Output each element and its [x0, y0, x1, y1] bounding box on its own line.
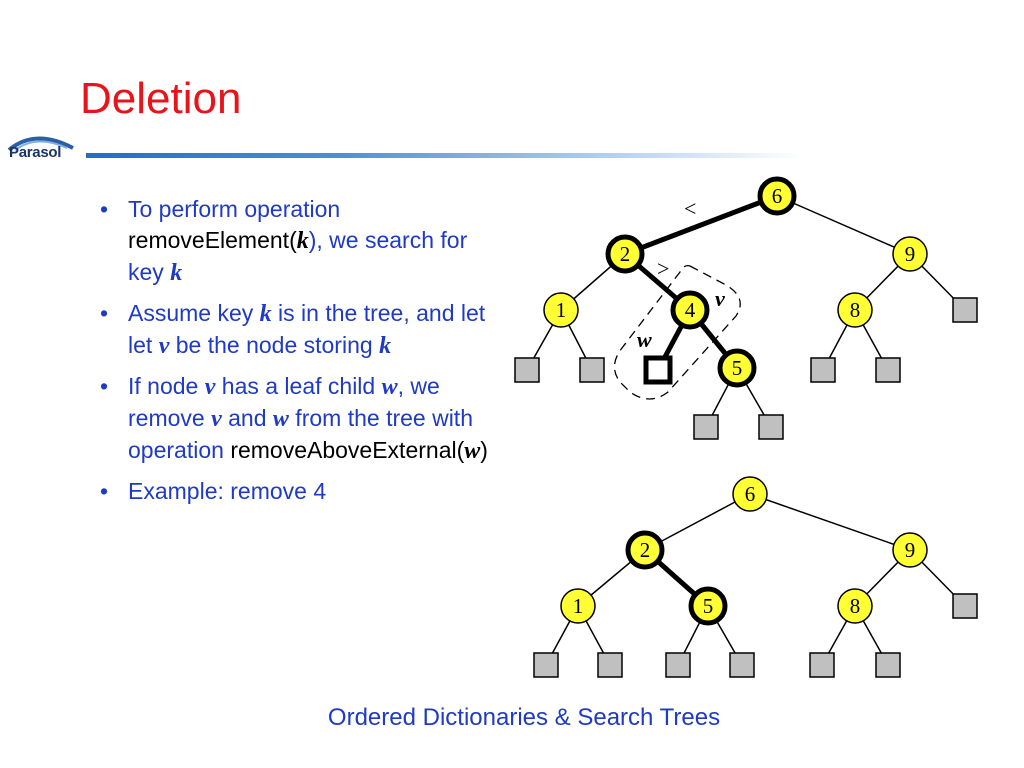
less-than-label: < — [684, 196, 696, 221]
node-label: 5 — [732, 356, 743, 380]
node-6: 6 — [732, 476, 768, 512]
node-label: 6 — [772, 184, 783, 208]
leaf-node — [952, 297, 978, 323]
node-label: 1 — [573, 594, 584, 618]
parasol-logo: Parasol — [5, 130, 77, 170]
leaf-node-w — [643, 355, 673, 385]
leaf-node — [579, 357, 605, 383]
node-8: 8 — [837, 588, 873, 624]
node-9: 9 — [892, 532, 928, 568]
title-divider — [86, 153, 802, 158]
bullet-text: has a leaf child — [215, 373, 382, 399]
edge-6-9 — [776, 195, 911, 255]
variable-text: k — [379, 333, 392, 359]
leaf-node — [809, 652, 835, 678]
variable-text: w — [381, 374, 398, 400]
node-5: 5 — [717, 348, 757, 388]
node-5: 5 — [688, 586, 728, 626]
node-1: 1 — [543, 292, 579, 328]
bullet-text: Example: remove 4 — [128, 478, 327, 504]
node-8: 8 — [837, 292, 873, 328]
node-label: 9 — [905, 242, 916, 266]
bullet-item: To perform operation removeElement(k), w… — [100, 194, 495, 289]
bullet-text: Assume key — [128, 300, 260, 326]
node-label: 6 — [745, 482, 756, 506]
variable-text: k — [296, 228, 309, 254]
removal-enclosure — [613, 264, 741, 400]
variable-text: w — [464, 438, 481, 464]
leaf-node — [693, 414, 719, 440]
code-text: ) — [480, 437, 488, 463]
variable-text: v — [204, 374, 216, 400]
node-1: 1 — [560, 588, 596, 624]
tree-after: 6 2 9 1 5 8 — [533, 476, 978, 678]
variable-text: k — [259, 301, 272, 327]
leaf-node — [514, 357, 540, 383]
node-label: 2 — [640, 538, 651, 562]
bullet-text: is in the tree, and let let — [128, 300, 486, 358]
node-9: 9 — [892, 236, 928, 272]
leaf-node — [952, 593, 978, 619]
bullet-item: Assume key k is in the tree, and let let… — [100, 298, 495, 362]
bullet-text: If node — [128, 373, 205, 399]
node-4-v: 4 — [670, 290, 710, 330]
node-label: 4 — [685, 298, 696, 322]
node-label: 2 — [620, 242, 631, 266]
leaf-node — [810, 357, 836, 383]
greater-than-label: > — [657, 256, 669, 281]
logo-text: Parasol — [9, 144, 62, 161]
leaf-node — [875, 357, 901, 383]
leaf-node — [875, 652, 901, 678]
tree-before: 6 2 9 1 4 8 5 < > v w — [514, 176, 978, 440]
node-2: 2 — [605, 234, 645, 274]
variable-text: v — [158, 333, 170, 359]
node-label: 5 — [703, 594, 714, 618]
bullet-item: Example: remove 4 — [100, 476, 495, 507]
bullet-text: be the node storing — [169, 332, 380, 358]
v-label: v — [715, 286, 725, 311]
edge-6-9 — [749, 493, 911, 551]
bullet-item: If node v has a leaf child w, we remove … — [100, 371, 495, 467]
variable-text: w — [272, 406, 289, 432]
bullet-text: from the tree with operation — [128, 405, 473, 463]
bullet-list: To perform operation removeElement(k), w… — [100, 194, 495, 516]
edge-6-2 — [624, 193, 778, 257]
variable-text: v — [211, 406, 222, 432]
bullet-text: , we remove — [128, 373, 440, 431]
w-label: w — [637, 327, 652, 352]
variable-text: k — [170, 260, 183, 286]
edge-6-2 — [644, 493, 751, 551]
slide-title: Deletion — [80, 74, 242, 123]
node-label: 9 — [905, 538, 916, 562]
bullet-text: and — [221, 405, 273, 431]
leaf-node — [758, 414, 784, 440]
bullet-text: ), we search for key — [128, 227, 468, 285]
node-label: 8 — [850, 298, 861, 322]
code-text: removeAboveExternal( — [230, 437, 465, 463]
logo-swoosh-icon — [7, 136, 74, 152]
node-label: 1 — [556, 298, 567, 322]
leaf-node — [597, 652, 623, 678]
leaf-node — [665, 652, 691, 678]
bullet-text: To perform operation — [128, 196, 341, 222]
node-6: 6 — [757, 176, 797, 216]
leaf-node — [533, 652, 559, 678]
node-label: 8 — [850, 594, 861, 618]
slide-footer: Ordered Dictionaries & Search Trees — [327, 704, 721, 731]
node-2: 2 — [625, 530, 665, 570]
leaf-node — [729, 652, 755, 678]
code-text: removeElement( — [128, 227, 297, 253]
